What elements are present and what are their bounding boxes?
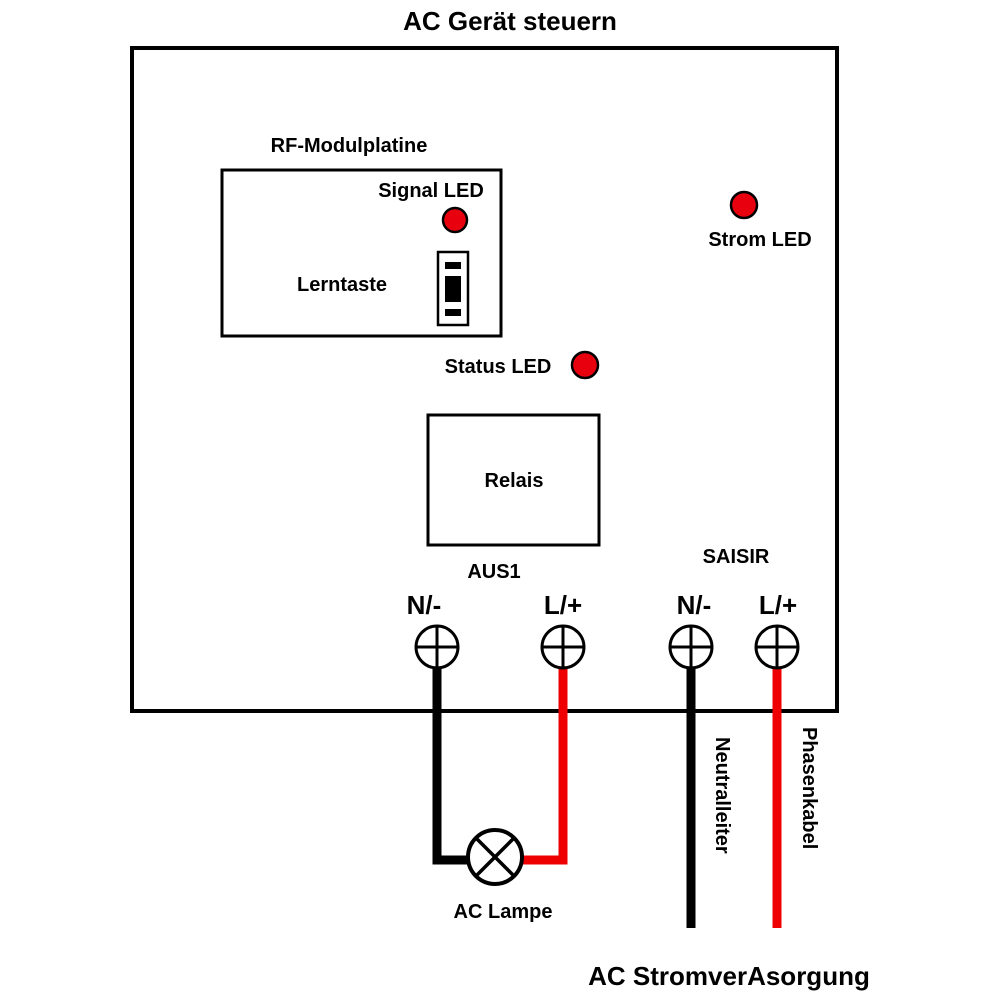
terminal-in-l-screw-icon xyxy=(754,624,800,670)
controller-housing xyxy=(130,46,839,713)
signal-led-label: Signal LED xyxy=(378,180,484,202)
status-led-label: Status LED xyxy=(445,356,552,378)
power-led-label: Strom LED xyxy=(708,229,811,251)
terminal-out-l-screw-icon xyxy=(540,624,586,670)
rf-module-label: RF-Modulplatine xyxy=(271,135,428,157)
terminal-out-n-screw-icon xyxy=(414,624,460,670)
lamp-label: AC Lampe xyxy=(454,901,553,923)
learn-button-label: Lerntaste xyxy=(297,274,387,296)
phase-wire-label: Phasenkabel xyxy=(798,727,820,849)
rf-module-board xyxy=(220,168,503,338)
terminal-in-n-screw-icon xyxy=(668,624,714,670)
supply-label: AC StromverAsorgung xyxy=(588,961,870,991)
terminal-label-in-l: L/+ xyxy=(759,590,797,620)
relay-box xyxy=(426,413,601,547)
input-label: SAISIR xyxy=(703,546,770,568)
terminal-label-out-n: N/- xyxy=(407,590,442,620)
neutral-wire-label: Neutralleiter xyxy=(711,737,733,854)
output-label: AUS1 xyxy=(467,561,520,583)
relay-label: Relais xyxy=(485,470,544,492)
lamp-icon xyxy=(466,828,524,886)
power-led xyxy=(729,190,759,220)
lamp-phase-wire xyxy=(521,666,568,865)
diagram-title: AC Gerät steuern xyxy=(403,6,617,36)
signal-led xyxy=(441,206,469,234)
terminal-label-out-l: L/+ xyxy=(544,590,582,620)
lamp-neutral-wire xyxy=(432,666,468,865)
terminal-label-in-n: N/- xyxy=(677,590,712,620)
status-led xyxy=(570,350,600,380)
learn-button[interactable] xyxy=(436,250,470,327)
